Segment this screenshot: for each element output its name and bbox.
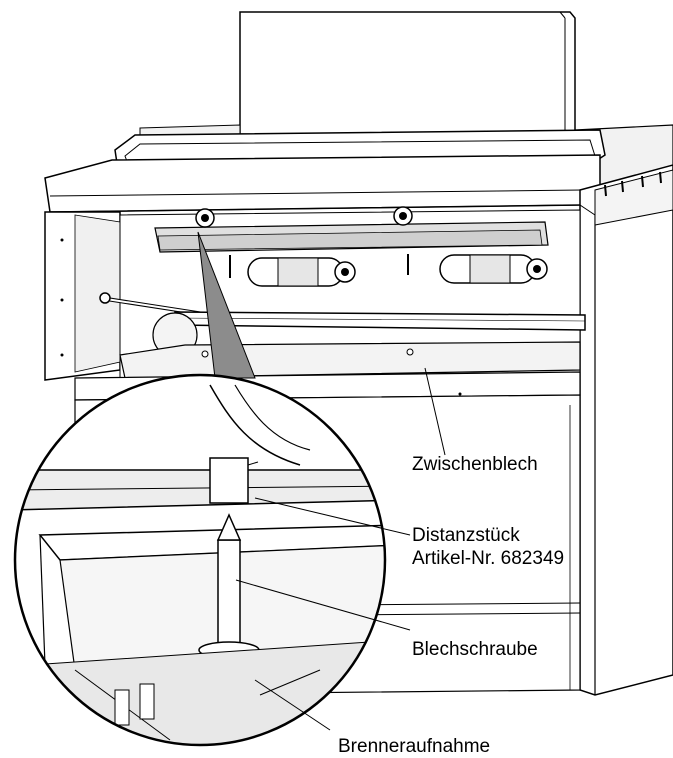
label-blechschraube: Blechschraube	[412, 639, 538, 660]
leader-zwischenblech	[424, 367, 446, 456]
burner-tray	[154, 206, 549, 253]
leader-blechschraube	[235, 579, 411, 631]
leader-brenneraufnahme	[254, 679, 331, 731]
label-distanzstueck-name: Distanzstück	[412, 525, 520, 546]
label-brenneraufnahme: Brenneraufnahme	[338, 736, 491, 757]
label-distanzstueck: Distanzstück Artikel-Nr. 682349	[412, 524, 564, 570]
right-side-panel	[579, 164, 673, 696]
leader-distanzstueck	[254, 497, 411, 536]
leader-lines	[235, 367, 446, 731]
gas-valve-right	[407, 254, 548, 284]
label-distanzstueck-article: Artikel-Nr. 682349	[412, 548, 565, 569]
label-zwischenblech: Zwischenblech	[412, 454, 538, 475]
gas-valve-left	[229, 255, 356, 287]
detail-magnifier	[13, 373, 387, 747]
front-top-rim	[44, 154, 601, 213]
back-splash-panel	[239, 11, 576, 144]
